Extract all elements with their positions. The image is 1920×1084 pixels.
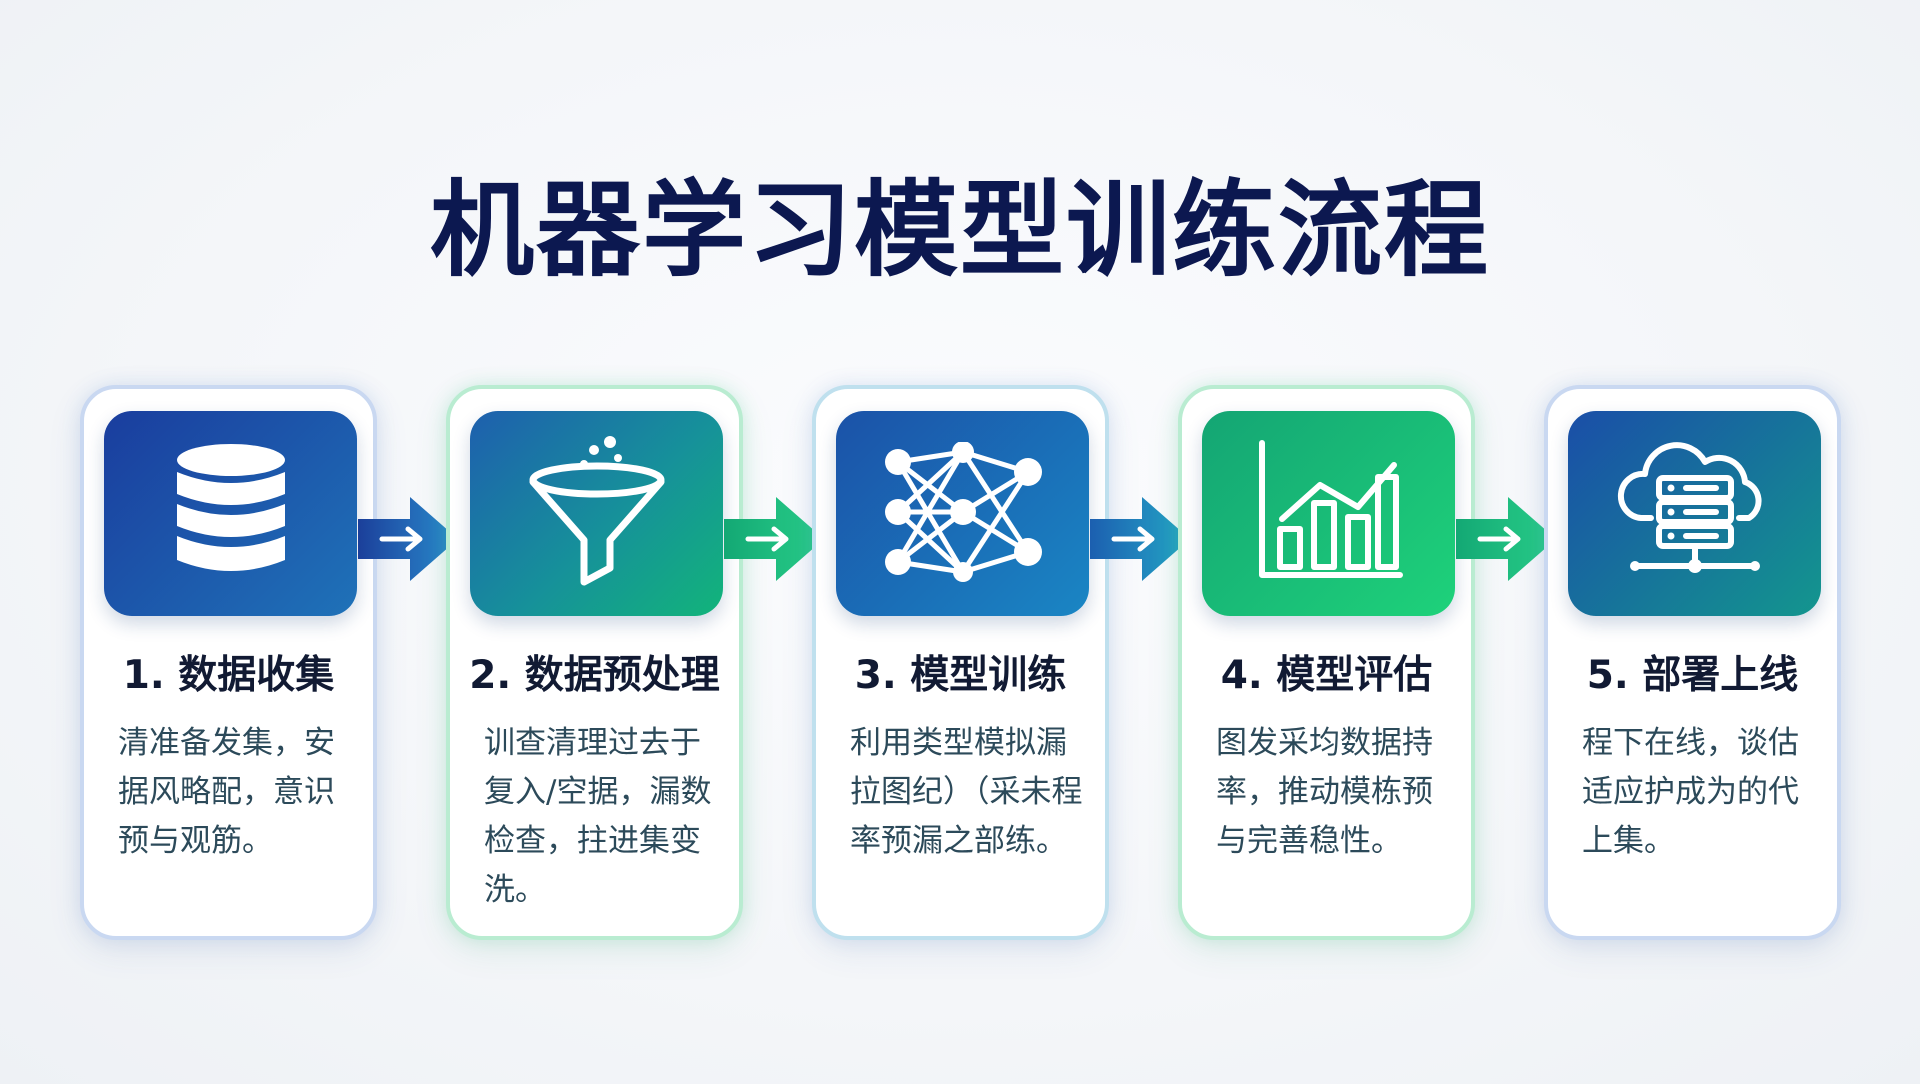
step-description: 利用类型模拟漏拉图纪）（采未程率预漏之部练。 xyxy=(850,725,1083,859)
step-description: 训查清理过去于复入/空据，漏数检查，拄进集变洗。 xyxy=(484,725,712,908)
page-title: 机器学习模型训练流程 xyxy=(429,169,1490,291)
step-icon-box xyxy=(1202,411,1455,616)
neural-network-icon xyxy=(878,440,1048,586)
funnel-icon xyxy=(522,432,672,596)
step-card-model-training[interactable]: 3. 模型训练 利用类型模拟漏拉图纪）（采未程率预漏之部练。 xyxy=(812,385,1109,940)
step-title: 5. 部署上线 xyxy=(1586,653,1799,698)
cloud-server-icon xyxy=(1615,441,1775,586)
step-title: 4. 模型评估 xyxy=(1220,653,1433,698)
step-description: 程下在线，谈估适应护成为的代上集。 xyxy=(1582,725,1799,859)
arrow-right-icon xyxy=(358,497,458,581)
arrow-right-icon xyxy=(1090,497,1190,581)
step-card-data-preprocessing[interactable]: 2. 数据预处理 训查清理过去于复入/空据，漏数检查，拄进集变洗。 xyxy=(446,385,743,940)
step-description: 图发采均数据持率，推动模栋预与完善稳性。 xyxy=(1216,725,1433,859)
step-card-data-collection[interactable]: 1. 数据收集 清准备发集，安据风略配，意识预与观筋。 xyxy=(80,385,377,940)
database-icon xyxy=(171,442,291,586)
arrow-right-icon xyxy=(724,497,824,581)
step-icon-box xyxy=(104,411,357,616)
step-title: 2. 数据预处理 xyxy=(469,653,720,698)
bar-chart-icon xyxy=(1254,437,1404,591)
step-description: 清准备发集，安据风略配，意识预与观筋。 xyxy=(118,725,335,859)
arrow-right-icon xyxy=(1456,497,1556,581)
step-title: 3. 模型训练 xyxy=(854,653,1067,698)
step-icon-box xyxy=(836,411,1089,616)
step-icon-box xyxy=(470,411,723,616)
step-icon-box xyxy=(1568,411,1821,616)
step-card-deployment[interactable]: 5. 部署上线 程下在线，谈估适应护成为的代上集。 xyxy=(1544,385,1841,940)
step-title: 1. 数据收集 xyxy=(122,653,335,698)
step-card-model-evaluation[interactable]: 4. 模型评估 图发采均数据持率，推动模栋预与完善稳性。 xyxy=(1178,385,1475,940)
